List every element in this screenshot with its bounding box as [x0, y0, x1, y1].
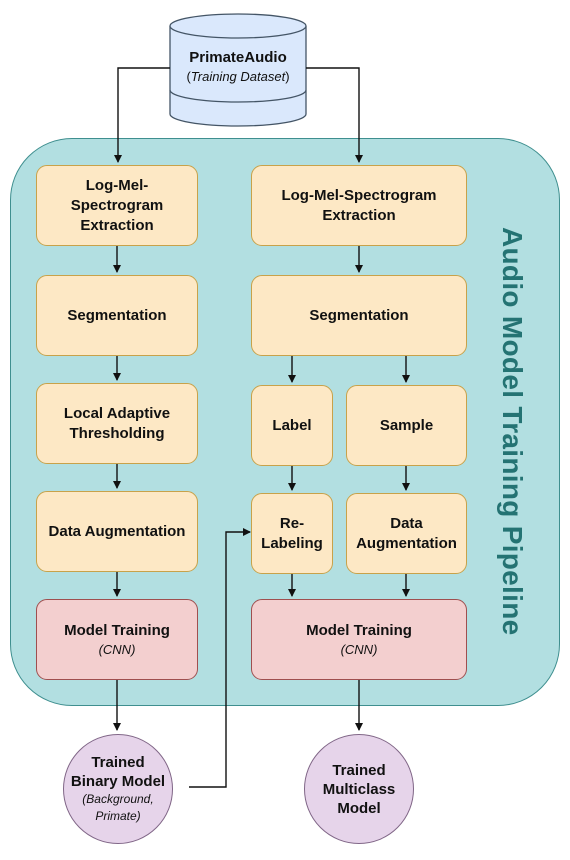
cylinder-top [169, 13, 307, 39]
link-dataset-to-multiclass [306, 67, 363, 163]
multiclass-extraction-line1: Log-Mel-Spectrogram [281, 186, 437, 204]
label-box: Label [251, 385, 333, 466]
thresholding-line2: Thresholding [69, 424, 165, 442]
binary-model-detail-line1: (Background, [82, 792, 154, 806]
label-text: Label [272, 416, 312, 434]
relabeling-line1: Re- [279, 514, 305, 532]
binary-model-line2: Binary Model [70, 773, 166, 790]
binary-training-title: Model Training [64, 621, 170, 639]
pipeline-title-text: Audio Model Training Pipeline [497, 226, 528, 636]
sample-text: Sample [379, 416, 434, 434]
multiclass-model-line3: Model [337, 799, 381, 817]
multiclass-model-line2: Multiclass [322, 780, 396, 798]
binary-model-detail1: Background, [86, 792, 154, 806]
binary-training-box: Model Training (CNN) [36, 599, 198, 680]
binary-model-detail-line2: Primate) [95, 809, 141, 823]
thresholding-line1: Local Adaptive [63, 404, 171, 422]
relabeling-box: Re- Labeling [251, 493, 333, 574]
multiclass-augmentation-line2: Augmentation [356, 534, 457, 552]
dataset-detail: Training Dataset [190, 69, 286, 84]
binary-extraction-box: Log-Mel- Spectrogram Extraction [36, 165, 198, 246]
binary-training-detail: CNN [102, 641, 132, 657]
binary-segmentation-box: Segmentation [36, 275, 198, 356]
pipeline-title: Audio Model Training Pipeline [477, 186, 547, 676]
binary-training-detail-line: (CNN) [98, 641, 136, 657]
multiclass-augmentation-line1: Data [390, 514, 423, 532]
dataset-name: PrimateAudio [189, 49, 287, 66]
multiclass-training-detail-line: (CNN) [340, 641, 378, 657]
multiclass-model-output: Trained Multiclass Model [304, 734, 414, 844]
binary-extraction-line1: Log-Mel- [85, 176, 149, 194]
binary-segmentation-label: Segmentation [67, 306, 167, 324]
multiclass-training-detail: CNN [344, 641, 374, 657]
binary-model-line1: Trained [91, 754, 145, 771]
multiclass-training-box: Model Training (CNN) [251, 599, 467, 680]
binary-model-output: Trained Binary Model (Background, Primat… [63, 734, 173, 844]
binary-extraction-line3: Extraction [80, 216, 154, 234]
dataset-cylinder [169, 13, 307, 127]
multiclass-segmentation-box: Segmentation [251, 275, 467, 356]
relabeling-line2: Labeling [261, 534, 323, 552]
multiclass-extraction-line2: Extraction [322, 206, 396, 224]
cylinder-band [169, 89, 307, 103]
thresholding-box: Local Adaptive Thresholding [36, 383, 198, 464]
multiclass-segmentation-label: Segmentation [309, 306, 409, 324]
multiclass-model-line1: Trained [332, 761, 386, 779]
binary-model-detail2: Primate [95, 809, 137, 823]
sample-box: Sample [346, 385, 467, 466]
link-dataset-to-binary [114, 67, 170, 163]
multiclass-training-title: Model Training [306, 621, 412, 639]
binary-extraction-line2: Spectrogram [70, 196, 164, 214]
binary-augmentation-label: Data Augmentation [48, 522, 186, 540]
link-binary-model-to-relabeling [189, 528, 251, 788]
binary-augmentation-box: Data Augmentation [36, 491, 198, 572]
multiclass-augmentation-box: Data Augmentation [346, 493, 467, 574]
dataset-detail-line: (Training Dataset) [186, 69, 290, 84]
multiclass-extraction-box: Log-Mel-Spectrogram Extraction [251, 165, 467, 246]
dataset-label: PrimateAudio (Training Dataset) [168, 48, 308, 86]
